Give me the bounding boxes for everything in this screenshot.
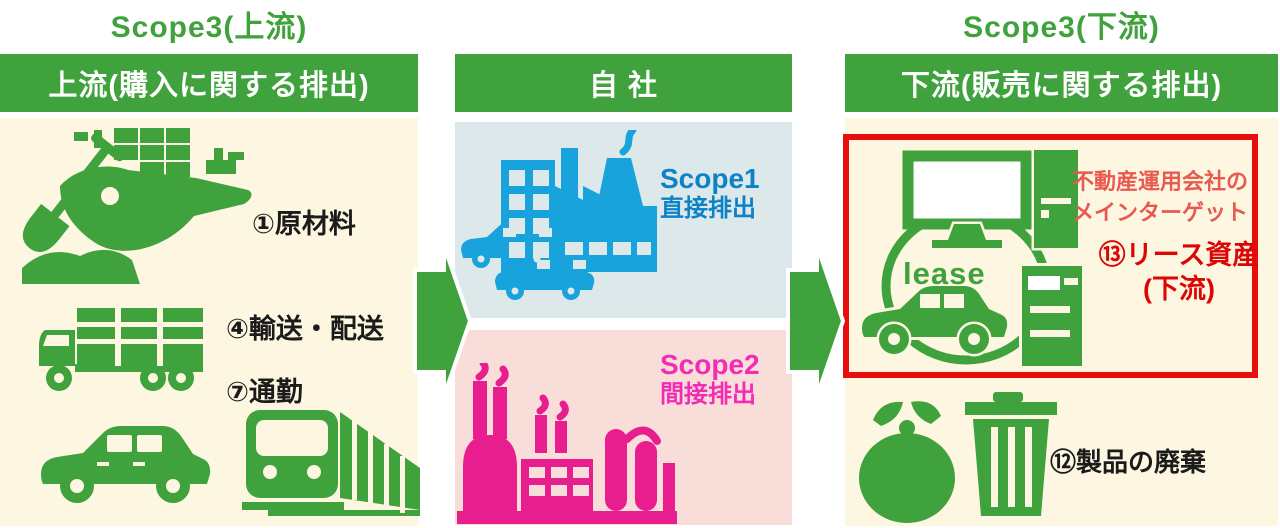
factory-city-icon [461,130,657,300]
lease-text: lease [903,256,986,291]
lease-highlight-box [843,134,1258,378]
pc-tower-icon [1031,147,1081,251]
scope1-text-block: Scope1 直接排出 [660,164,760,224]
car-icon [41,426,211,503]
lease-asset-label: ⑬リース資産 (下流) [1096,238,1262,306]
scope2-desc: 間接排出 [660,381,756,408]
upstream-to-company-arrow-icon [413,245,473,397]
commute-label: ⑦通勤 [226,377,303,407]
scope1-name: Scope1 [660,163,760,194]
downstream-title: Scope3(下流) [963,11,1160,44]
main-target-note-line1: 不動産運用会社の [1072,169,1249,194]
upstream-header: 上流(購入に関する排出) [0,54,418,112]
leased-car-icon [858,283,1011,357]
waste-icon [859,392,1057,523]
scope1-desc: 直接排出 [660,195,756,222]
company-to-downstream-arrow-icon [786,245,846,397]
lease-cycle-icon [858,147,1084,369]
monitor-icon [902,150,1032,230]
lease-asset-label-line1: ⑬リース資産 [1098,240,1260,270]
lease-asset-label-line2: (下流) [1143,274,1215,304]
shovel-ship-icon [22,128,252,284]
main-target-note-line2: メインターゲット [1072,200,1249,225]
train-icon [242,410,420,516]
company-header: 自 社 [455,54,792,112]
scope2-name: Scope2 [660,349,760,380]
main-target-note: 不動産運用会社の メインターゲット [1072,166,1248,228]
raw-materials-label: ①原材料 [252,209,356,239]
chemical-plant-icon [457,363,677,524]
garbage-bag-icon [859,401,955,523]
truck-icon [39,308,203,391]
waste-label: ⑫製品の廃棄 [1050,447,1207,477]
copier-icon [1019,263,1084,369]
scope2-text-block: Scope2 間接排出 [660,350,760,410]
transport-label: ④輸送・配送 [226,314,384,344]
downstream-header: 下流(販売に関する排出) [845,54,1278,112]
upstream-title: Scope3(上流) [110,11,308,44]
